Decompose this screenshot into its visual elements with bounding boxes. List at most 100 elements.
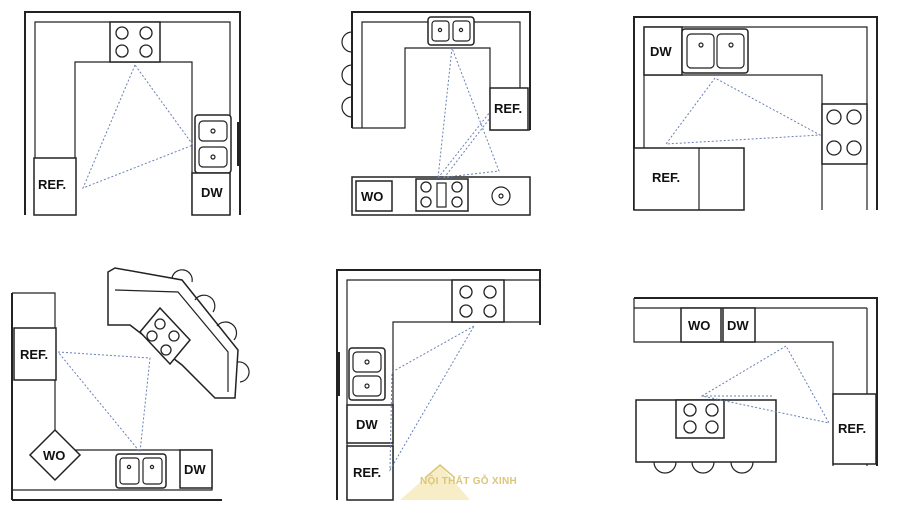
l-left-outer-wall: [336, 269, 541, 500]
burner-icon: [139, 44, 153, 58]
stool-icon: [341, 96, 353, 118]
burner-icon: [146, 330, 158, 342]
work-triangle: [664, 77, 822, 145]
l-left-sink: [348, 347, 386, 401]
stool-icon: [171, 269, 193, 283]
burner-icon: [705, 420, 719, 434]
sink-drain-icon: [210, 154, 216, 160]
l-top-outer-wall: [633, 16, 878, 210]
l-island-wall-oven: [680, 307, 722, 343]
work-triangle-edge: [437, 111, 491, 179]
l-top-sink: [681, 28, 749, 74]
dw-label: DW: [727, 318, 749, 333]
sink-drain-icon: [364, 359, 370, 365]
l-angled-outer-wall: [11, 293, 222, 501]
dw-label: DW: [356, 417, 378, 432]
ref-label: REF.: [38, 177, 66, 192]
burner-icon: [160, 344, 172, 356]
l-left-cooktop: [451, 279, 505, 323]
burner-icon: [483, 304, 497, 318]
stool-icon: [691, 461, 715, 474]
sink-bowl-icon: [716, 33, 745, 69]
dw-label: DW: [650, 44, 672, 59]
sink-bowl-icon: [119, 457, 140, 485]
sink-drain-icon: [437, 27, 443, 33]
layout-galley-peninsula: REF. WO: [341, 11, 531, 216]
sink-bowl-icon: [431, 20, 450, 42]
l-top-fridge-bank: [633, 147, 745, 211]
sink-drain-icon: [728, 42, 734, 48]
sink-drain-icon: [149, 464, 155, 470]
l-angled-dishwasher: [179, 449, 213, 489]
stool-icon: [341, 31, 353, 53]
ref-label: REF.: [353, 465, 381, 480]
sink-bowl-icon: [142, 457, 163, 485]
burner-icon: [115, 26, 129, 40]
layout-l-shape-left: DW REF.: [336, 269, 541, 501]
burner-icon: [483, 285, 497, 299]
stool-icon: [341, 64, 353, 86]
l-top-dishwasher: [643, 26, 683, 76]
layout-l-shape-island: WO DW REF.: [633, 297, 878, 474]
watermark-text: NỘI THẤT GỖ XINH: [420, 474, 517, 487]
watermark: NỘI THẤT GỖ XINH: [400, 464, 517, 500]
sink-drain-icon: [364, 383, 370, 389]
burner-icon: [168, 330, 180, 342]
galley-wall-oven: [355, 180, 393, 212]
sink-drain-icon: [210, 128, 216, 134]
stool-icon: [194, 294, 216, 313]
dw-label: DW: [184, 462, 206, 477]
sink-bowl-icon: [198, 146, 228, 168]
l-angled-counter-edge: [12, 292, 213, 491]
burner-icon: [420, 181, 432, 193]
layout-u-shape: REF. DW: [24, 11, 241, 216]
l-island-refrigerator: [832, 393, 877, 465]
stool-icon: [237, 361, 250, 383]
burner-icon: [139, 26, 153, 40]
burner-icon: [115, 44, 129, 58]
stool-icon: [216, 321, 238, 341]
galley-refrigerator: [489, 87, 529, 131]
galley-outer-wall: [351, 11, 531, 130]
sink-drain-icon: [698, 42, 704, 48]
u-shape-outer-wall: [24, 11, 241, 215]
sink-bowl-icon: [198, 120, 228, 142]
ref-label: REF.: [652, 170, 680, 185]
sink-bowl-icon: [352, 351, 382, 373]
sink-drain-icon: [498, 193, 504, 199]
wo-label: WO: [43, 448, 65, 463]
sink-bowl-icon: [686, 33, 715, 69]
l-angled-cooktop: [138, 306, 192, 366]
burner-icon: [154, 318, 166, 330]
burner-icon: [451, 181, 463, 193]
work-triangle-edge: [443, 117, 491, 179]
wo-label: WO: [688, 318, 710, 333]
island-inner-edge: [114, 289, 229, 392]
layout-l-shape-angled-island: REF. WO DW: [11, 267, 250, 501]
u-shape-refrigerator: [33, 157, 77, 216]
sink-bowl-icon: [352, 375, 382, 397]
ref-label: REF.: [20, 347, 48, 362]
l-island-cooktop: [675, 399, 725, 439]
l-left-counter-edge: [392, 321, 540, 500]
wo-label: WO: [361, 189, 383, 204]
l-left-dishwasher: [346, 404, 394, 444]
ref-label: REF.: [838, 421, 866, 436]
sink-drain-icon: [126, 464, 132, 470]
l-island-dishwasher: [722, 307, 756, 343]
u-shape-sink: [194, 114, 232, 174]
work-triangle: [437, 47, 500, 179]
burner-icon: [459, 285, 473, 299]
sink-bowl-icon: [452, 20, 471, 42]
stool-icon: [653, 461, 677, 474]
burner-icon: [451, 196, 463, 208]
u-shape-dishwasher: [191, 172, 231, 216]
l-left-refrigerator: [346, 445, 394, 501]
burner-icon: [459, 304, 473, 318]
sink-drain-icon: [458, 27, 464, 33]
u-shape-cooktop: [109, 21, 161, 63]
l-angled-sink: [115, 453, 167, 489]
burner-icon: [705, 403, 719, 417]
burner-icon: [683, 403, 697, 417]
